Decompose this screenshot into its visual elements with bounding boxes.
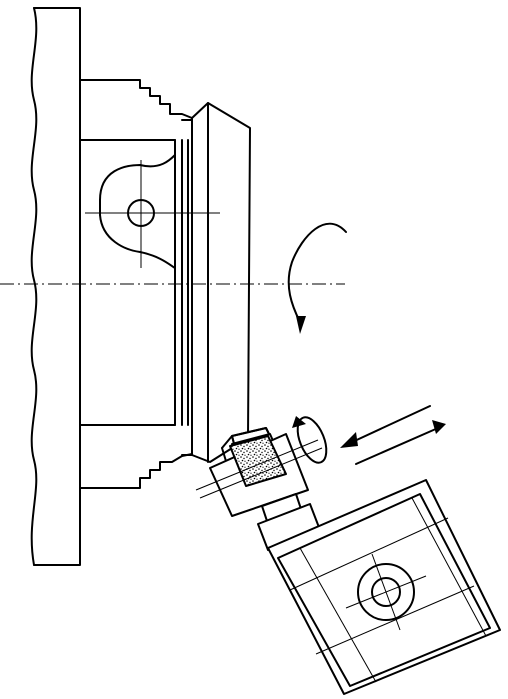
feed-arrows xyxy=(340,405,446,465)
workpiece-bracket xyxy=(85,154,220,269)
machine-column xyxy=(30,7,81,566)
faceplate-disc xyxy=(191,102,251,463)
rotation-arrow xyxy=(287,222,347,334)
spindle-spin-arrow xyxy=(292,416,328,464)
grinding-wheel xyxy=(221,427,289,495)
chuck-body xyxy=(79,79,193,489)
wheel-spindle xyxy=(195,433,323,551)
wheelhead xyxy=(267,479,501,695)
